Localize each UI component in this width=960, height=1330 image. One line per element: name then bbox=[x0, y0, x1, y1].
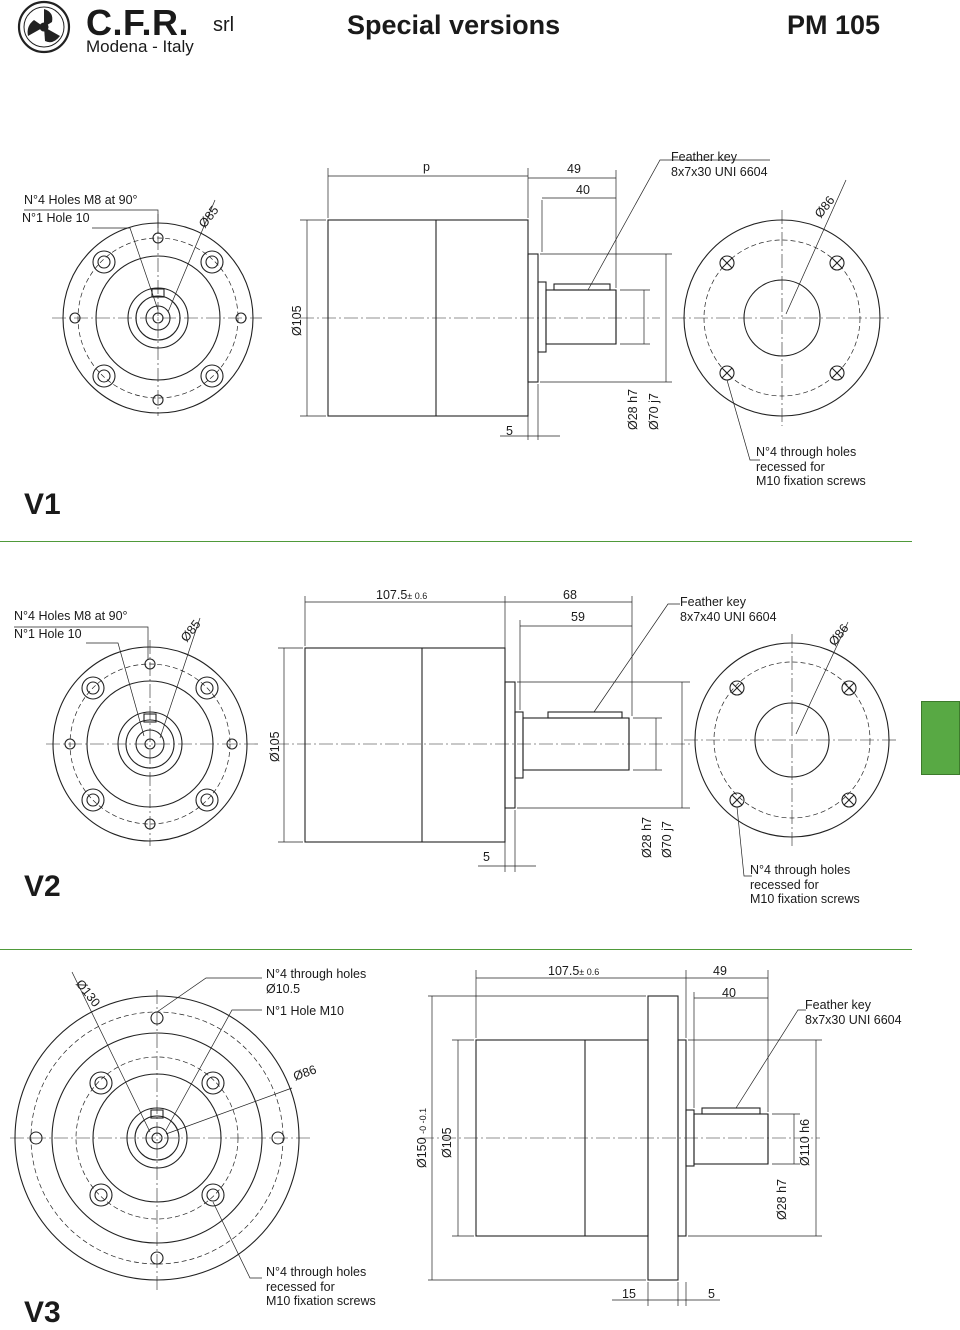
v3-dim5: 5 bbox=[708, 1287, 715, 1301]
v2-dim68: 68 bbox=[563, 588, 577, 602]
v3-side-view bbox=[420, 970, 822, 1306]
v1-dim5: 5 bbox=[506, 424, 513, 438]
v1-d105-label: Ø105 bbox=[290, 305, 304, 336]
v2-dim59: 59 bbox=[571, 610, 585, 624]
v3-d150-label: Ø150 -0 -0.1 bbox=[415, 1107, 429, 1168]
page-title: Special versions bbox=[347, 10, 561, 40]
v2-through-holes-label: N°4 through holes recessed for M10 fixat… bbox=[750, 863, 860, 906]
v1-front-view bbox=[24, 199, 262, 416]
section-tab bbox=[921, 701, 960, 775]
v1-d70-label: Ø70 j7 bbox=[647, 393, 661, 430]
v3-key-title: Feather key bbox=[805, 998, 872, 1012]
company-name: C.F.R. bbox=[86, 2, 190, 43]
v2-front-view bbox=[14, 617, 260, 846]
v2-dim5: 5 bbox=[483, 850, 490, 864]
v2-d105-label: Ø105 bbox=[268, 731, 282, 762]
v1-through-holes-label: N°4 through holes recessed for M10 fixat… bbox=[756, 445, 866, 488]
v2-holes-m8-label: N°4 Holes M8 at 90° bbox=[14, 609, 128, 623]
company-suffix: srl bbox=[213, 14, 235, 36]
v2-key-title: Feather key bbox=[680, 595, 747, 609]
v2-d70-label: Ø70 j7 bbox=[660, 821, 674, 858]
v3-hole-m10-label: N°1 Hole M10 bbox=[266, 1004, 344, 1018]
v3-dim40: 40 bbox=[722, 986, 736, 1000]
v1-dim40: 40 bbox=[576, 183, 590, 197]
v3-variant-label: V3 bbox=[24, 1296, 61, 1329]
company-logo-icon bbox=[17, 0, 71, 54]
v1-key-title: Feather key bbox=[671, 150, 738, 164]
v2-side-view bbox=[275, 596, 690, 872]
v1-dim49: 49 bbox=[567, 162, 581, 176]
v3-key-spec: 8x7x30 UNI 6604 bbox=[805, 1013, 902, 1027]
v3-d110-label: Ø110 h6 bbox=[798, 1118, 812, 1166]
company-location: Modena - Italy bbox=[86, 37, 194, 56]
v3-dim15: 15 bbox=[622, 1287, 636, 1301]
v1-rear-view bbox=[672, 179, 890, 461]
v3-through-holes-top-label: N°4 through holes Ø10.5 bbox=[266, 967, 367, 996]
v1-hole10-label: N°1 Hole 10 bbox=[22, 211, 90, 225]
v3-length-label: 107.5± 0.6 bbox=[548, 964, 600, 978]
v3-d105-label: Ø105 bbox=[440, 1127, 454, 1158]
v2-hole10-label: N°1 Hole 10 bbox=[14, 627, 82, 641]
v1-d28-label: Ø28 h7 bbox=[626, 388, 640, 430]
section-divider bbox=[0, 949, 912, 950]
v2-rear-view bbox=[684, 621, 898, 877]
v3-dim49: 49 bbox=[713, 964, 727, 978]
v1-side-view bbox=[300, 159, 770, 440]
v2-variant-label: V2 bbox=[24, 870, 61, 903]
v1-holes-m8-label: N°4 Holes M8 at 90° bbox=[24, 193, 138, 207]
v1-key-spec: 8x7x30 UNI 6604 bbox=[671, 165, 768, 179]
v3-d28-label: Ø28 h7 bbox=[775, 1178, 789, 1220]
v3-front-view bbox=[10, 971, 310, 1290]
v2-length-label: 107.5± 0.6 bbox=[376, 588, 428, 602]
section-divider bbox=[0, 541, 912, 542]
v3-through-holes-bottom-label: N°4 through holes recessed for M10 fixat… bbox=[266, 1265, 376, 1308]
v2-d28-label: Ø28 h7 bbox=[640, 816, 654, 858]
v2-key-spec: 8x7x40 UNI 6604 bbox=[680, 610, 777, 624]
product-code: PM 105 bbox=[787, 10, 881, 40]
v1-p-label: p bbox=[423, 160, 430, 174]
v1-variant-label: V1 bbox=[24, 488, 61, 521]
